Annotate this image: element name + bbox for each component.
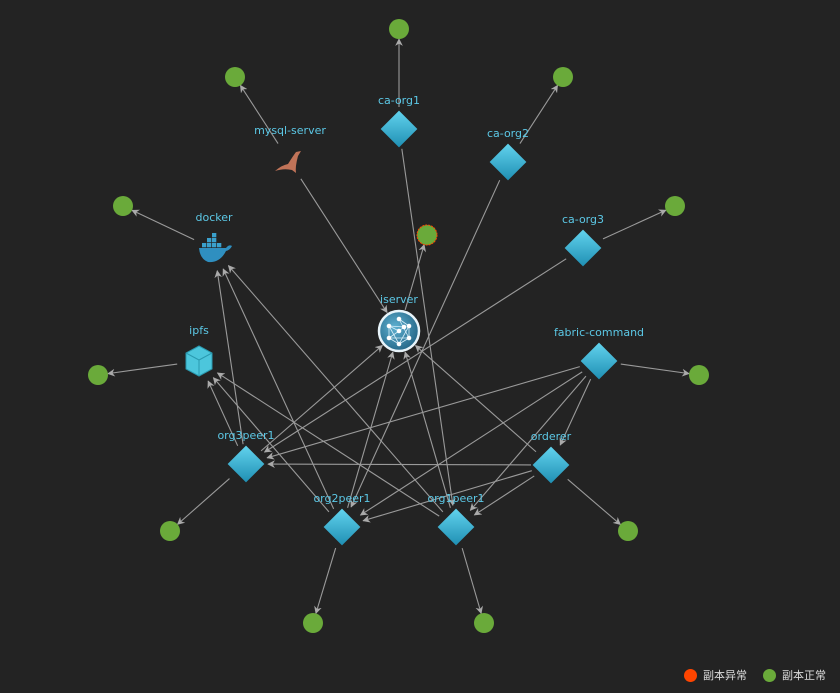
replica-node-mysql-server[interactable] bbox=[225, 67, 245, 87]
legend-item-abnormal[interactable]: 副本异常 bbox=[684, 667, 747, 683]
node-label: docker bbox=[195, 211, 233, 224]
replica-node-docker[interactable] bbox=[113, 196, 133, 216]
replica-node-ca-org3[interactable] bbox=[665, 196, 685, 216]
node-fabric-command[interactable]: fabric-command bbox=[554, 326, 644, 380]
node-label: mysql-server bbox=[254, 124, 326, 137]
node-label: ca-org3 bbox=[562, 213, 604, 226]
node-label: orderer bbox=[531, 430, 572, 443]
node-ca-org1[interactable]: ca-org1 bbox=[378, 94, 420, 148]
mysql-seal-icon bbox=[275, 151, 301, 173]
node-label: ipfs bbox=[189, 324, 209, 337]
edge-fabric-command-org3peer1 bbox=[266, 366, 580, 460]
node-label: ca-org2 bbox=[487, 127, 529, 140]
edge-orderer-org1peer1 bbox=[473, 475, 535, 516]
diamond-icon bbox=[489, 143, 527, 181]
node-iserver[interactable]: iserver bbox=[377, 293, 421, 353]
replica-edge-org1peer1 bbox=[461, 547, 483, 615]
legend-item-normal[interactable]: 副本正常 bbox=[763, 667, 826, 683]
replica-node-org2peer1[interactable] bbox=[303, 613, 323, 633]
replica-node-ca-org1[interactable] bbox=[389, 19, 409, 39]
replica-node-iserver[interactable] bbox=[416, 224, 438, 246]
node-org2peer1[interactable]: org2peer1 bbox=[313, 492, 371, 546]
replica-edge-orderer bbox=[567, 478, 621, 525]
replica-node-org1peer1[interactable] bbox=[474, 613, 494, 633]
replica-node-ipfs[interactable] bbox=[88, 365, 108, 385]
replica-edge-ca-org2 bbox=[519, 84, 559, 144]
node-label: org3peer1 bbox=[217, 429, 274, 442]
node-docker[interactable]: docker bbox=[195, 211, 233, 263]
edge-ca-org2-org2peer1 bbox=[350, 179, 501, 508]
replica-edge-ipfs bbox=[107, 363, 178, 377]
replica-edge-mysql-server bbox=[239, 84, 279, 144]
node-orderer[interactable]: orderer bbox=[531, 430, 572, 484]
edge-fabric-command-org1peer1 bbox=[469, 375, 587, 511]
replica-node-fabric-command[interactable] bbox=[689, 365, 709, 385]
edge-orderer-org3peer1 bbox=[267, 460, 532, 468]
node-label: org2peer1 bbox=[313, 492, 370, 505]
diamond-icon bbox=[437, 508, 475, 546]
edge-fabric-command-org2peer1 bbox=[359, 371, 583, 516]
replica-edge-org2peer1 bbox=[314, 547, 337, 615]
diamond-icon bbox=[323, 508, 361, 546]
replica-edge-ca-org3 bbox=[602, 209, 667, 240]
edge-org2peer1-iserver bbox=[347, 351, 395, 508]
edge-orderer-iserver bbox=[414, 345, 537, 453]
replica-edge-org3peer1 bbox=[176, 478, 230, 525]
edge-org2peer1-ipfs bbox=[212, 377, 330, 513]
node-ca-org2[interactable]: ca-org2 bbox=[487, 127, 529, 181]
node-org1peer1[interactable]: org1peer1 bbox=[427, 492, 485, 546]
diamond-icon bbox=[580, 342, 618, 380]
node-ipfs[interactable]: ipfs bbox=[185, 324, 213, 377]
node-label: org1peer1 bbox=[427, 492, 484, 505]
replica-edge-fabric-command bbox=[620, 363, 690, 377]
diamond-icon bbox=[564, 229, 602, 267]
replica-edge-iserver bbox=[404, 243, 426, 311]
replica-node-ca-org2[interactable] bbox=[553, 67, 573, 87]
edge-fabric-command-orderer bbox=[559, 378, 592, 446]
edge-ca-org1-org1peer1 bbox=[401, 148, 456, 506]
edge-ca-org3-org3peer1 bbox=[263, 258, 567, 453]
diamond-icon bbox=[532, 446, 570, 484]
docker-whale-icon bbox=[199, 233, 232, 263]
legend-label-normal: 副本正常 bbox=[782, 669, 826, 682]
legend-dot-abnormal bbox=[684, 668, 697, 682]
edge-org3peer1-iserver bbox=[260, 344, 383, 452]
replica-node-org3peer1[interactable] bbox=[160, 521, 180, 541]
diamond-icon bbox=[227, 445, 265, 483]
node-ca-org3[interactable]: ca-org3 bbox=[562, 213, 604, 267]
diamond-icon bbox=[380, 110, 418, 148]
legend-label-abnormal: 副本异常 bbox=[703, 669, 747, 682]
node-org3peer1[interactable]: org3peer1 bbox=[217, 429, 275, 483]
replica-edge-docker bbox=[131, 209, 195, 241]
edge-mysql-server-iserver bbox=[300, 178, 388, 314]
edge-org1peer1-ipfs bbox=[216, 372, 440, 517]
edge-org2peer1-docker bbox=[222, 268, 335, 510]
edge-org3peer1-docker bbox=[214, 269, 244, 445]
edge-org1peer1-docker bbox=[227, 265, 444, 513]
node-mysql-server[interactable]: mysql-server bbox=[254, 124, 326, 173]
node-label: ca-org1 bbox=[378, 94, 420, 107]
legend: 副本异常 副本正常 bbox=[676, 667, 826, 683]
node-label: iserver bbox=[380, 293, 418, 306]
edge-org1peer1-iserver bbox=[403, 351, 451, 508]
legend-dot-normal bbox=[763, 668, 776, 682]
node-label: fabric-command bbox=[554, 326, 644, 339]
replica-node-orderer[interactable] bbox=[618, 521, 638, 541]
edge-org3peer1-ipfs bbox=[207, 380, 239, 447]
